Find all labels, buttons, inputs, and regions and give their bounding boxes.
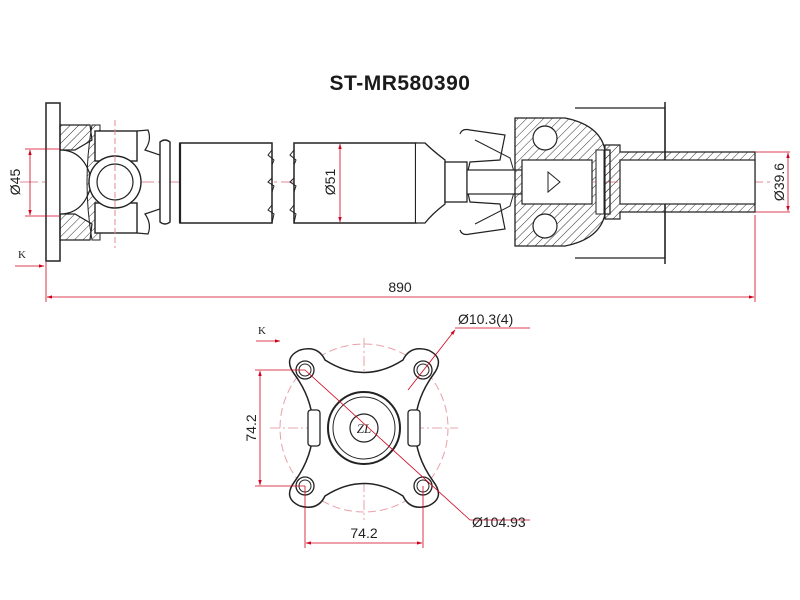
dimension-tube-diameter: Ø51 — [322, 143, 342, 223]
dim-label-pcd: Ø104.93 — [472, 514, 526, 530]
dimension-spline-diameter: Ø39.6 — [755, 151, 790, 213]
shaft-tube — [159, 139, 468, 225]
logo-text: ZL — [357, 421, 371, 436]
flange-view: ZL Ø104.93 Ø10.3(4) 74.2 74.2 K — [243, 311, 530, 548]
dim-label-vertical-spacing: 74.2 — [243, 414, 259, 441]
side-slot-right — [407, 409, 421, 447]
bolt-hole-leader — [407, 329, 456, 391]
svg-text:K: K — [18, 249, 26, 261]
dimension-flange-diameter: Ø45 — [7, 148, 60, 217]
cv-joint-housing — [514, 102, 756, 264]
dim-label-flange: Ø45 — [7, 169, 23, 196]
cv-boot — [459, 128, 523, 236]
svg-text:K: K — [258, 325, 266, 337]
logo-badge — [349, 413, 379, 443]
dim-label-spline: Ø39.6 — [771, 163, 787, 201]
dim-label-bolt-hole: Ø10.3(4) — [458, 311, 513, 327]
pitch-circle — [279, 343, 449, 513]
dimension-overall-length: 890 — [45, 215, 756, 302]
pcd-leader — [304, 369, 471, 521]
view-marker-k-flange: K — [256, 325, 281, 343]
part-number-title: ST-MR580390 — [329, 72, 471, 95]
universal-joint — [88, 120, 161, 248]
side-slot-left — [307, 409, 321, 447]
dim-label-tube: Ø51 — [322, 169, 338, 196]
view-marker-k-side: K — [15, 249, 45, 268]
dim-label-horizontal-spacing: 74.2 — [350, 525, 377, 541]
dim-label-length: 890 — [388, 279, 412, 295]
side-view: Ø45 Ø51 Ø39.6 890 K — [7, 102, 790, 302]
